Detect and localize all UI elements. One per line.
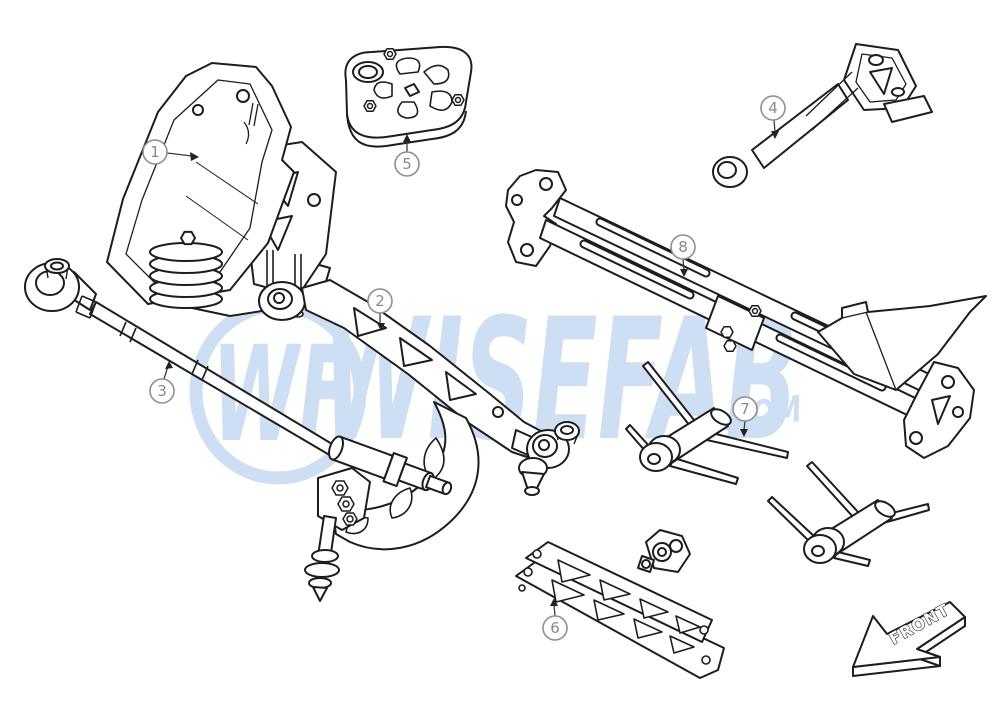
- part-2-lower-control-arm: [258, 279, 580, 602]
- callout-number: 1: [150, 143, 160, 161]
- part-5-spoke-cutouts: [373, 57, 453, 119]
- leader-arrowhead: [165, 361, 173, 369]
- part-2-clamp-nuts: [331, 480, 358, 526]
- leader-arrowhead: [680, 269, 688, 277]
- leader-arrowhead: [403, 134, 411, 142]
- callout-5: 5: [394, 134, 420, 177]
- callout-number: 6: [550, 619, 560, 637]
- watermark: WF WISEFAB .COM: [189, 282, 804, 485]
- part-8-subframe-crossmember: [505, 169, 987, 459]
- part-1-coil-spring: [149, 230, 223, 309]
- leader-line: [682, 258, 685, 271]
- part-7-pin-assembly-a: [625, 361, 789, 485]
- callout-number: 4: [768, 99, 778, 117]
- leader-line: [166, 152, 193, 157]
- leader-arrowhead: [190, 152, 199, 161]
- callout-circle: [149, 378, 175, 404]
- leader-arrowhead: [550, 598, 558, 606]
- callout-circle: [394, 151, 420, 177]
- callout-3: 3: [149, 361, 175, 404]
- callout-2: 2: [367, 288, 393, 331]
- part-8-sheet-bracket: [817, 295, 987, 391]
- leader-line: [553, 604, 556, 617]
- callout-number: 3: [157, 382, 167, 400]
- part-5-camber-plate: [344, 45, 473, 148]
- part-4-rod: [751, 83, 849, 169]
- part-2-tierod-adjuster: [328, 435, 453, 496]
- part-4-flange: [883, 95, 933, 123]
- callout-circle: [367, 288, 393, 314]
- part-7-pin-assembly-b: [767, 461, 930, 567]
- callout-number: 7: [740, 400, 750, 418]
- callout-circle: [670, 234, 696, 260]
- callout-circle: [732, 396, 758, 422]
- callout-8: 8: [670, 234, 696, 277]
- front-arrow-top-face: [852, 601, 966, 668]
- callout-circle: [760, 95, 786, 121]
- part-3-collars: [75, 295, 209, 381]
- callout-number: 2: [375, 292, 385, 310]
- callout-6: 6: [542, 598, 568, 641]
- leader-line: [773, 119, 776, 133]
- leader-arrowhead: [377, 323, 385, 331]
- leader-arrowhead: [771, 131, 779, 139]
- leader-line: [743, 420, 746, 431]
- part-6-brace-plate: [515, 541, 725, 679]
- part-5-nuts: [363, 48, 465, 112]
- callout-circle: [542, 615, 568, 641]
- callout-number: 5: [402, 155, 412, 173]
- callouts: 1 2 3 4 5 6: [142, 95, 786, 641]
- callout-circle: [142, 139, 168, 165]
- part-4-radius-rod-and-bracket: [712, 43, 933, 188]
- clamp-bracket: [637, 529, 691, 573]
- leader-arrowhead: [740, 429, 748, 437]
- callout-number: 8: [678, 238, 688, 256]
- callout-7: 7: [732, 396, 758, 437]
- part-1-main-plate: [106, 62, 295, 305]
- part-8-middle-nuts: [720, 305, 762, 352]
- part-2-web-cutouts: [345, 437, 445, 535]
- callout-4: 4: [760, 95, 786, 139]
- callout-1: 1: [142, 139, 199, 165]
